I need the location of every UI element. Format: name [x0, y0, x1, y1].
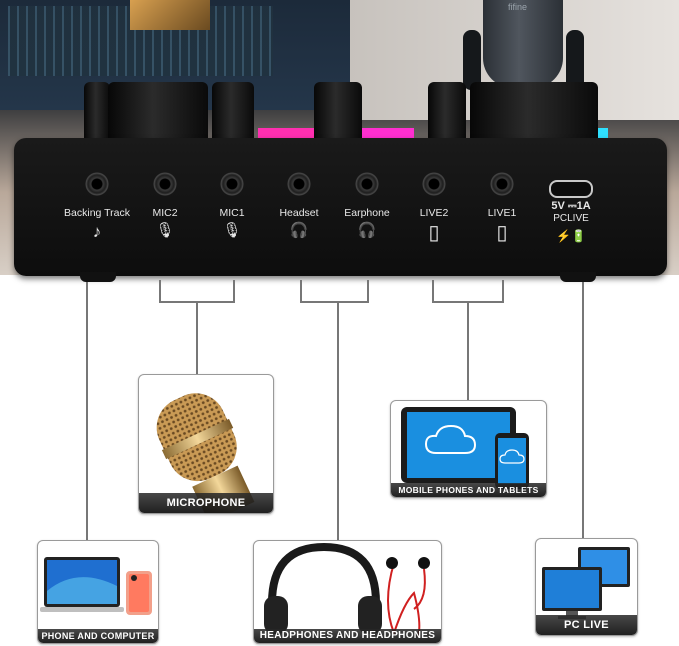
- phone-icon: ▯: [428, 222, 440, 244]
- mic-mount-right: [566, 30, 584, 90]
- connector-line: [432, 280, 434, 302]
- background-monitor: [0, 0, 350, 110]
- microphone-icon: 🎙: [222, 222, 242, 239]
- knob: [314, 82, 362, 148]
- card-caption: HEADPHONES AND HEADPHONES: [254, 629, 441, 643]
- port-label: LIVE1: [487, 207, 517, 219]
- port-label: Earphone: [344, 207, 390, 219]
- headphones-icon: 🎧: [357, 222, 377, 239]
- monitors-image: [542, 547, 630, 619]
- connector-line: [502, 280, 504, 302]
- device-foot: [80, 272, 116, 282]
- knob: [470, 82, 598, 148]
- knob: [428, 82, 466, 148]
- tablet-phone-image: [401, 407, 529, 489]
- phone-icon: ▯: [496, 222, 508, 244]
- connector-line: [159, 280, 161, 302]
- earphone-jack[interactable]: [355, 172, 379, 196]
- studio-microphone: [483, 0, 563, 88]
- card-caption: MICROPHONE: [139, 493, 273, 513]
- led-strip: [362, 128, 414, 138]
- charging-icon: ⚡🔋: [556, 229, 586, 243]
- port-label: Headset: [279, 207, 319, 219]
- sound-card-panel: [14, 138, 667, 276]
- headset-icon: 🎧: [289, 222, 309, 239]
- connector-line: [233, 280, 235, 302]
- headphones-image: [264, 542, 430, 638]
- usb-c-port[interactable]: [549, 180, 593, 198]
- port-label: Backing Track: [64, 207, 130, 219]
- connector-line: [86, 282, 88, 542]
- led-strip: [596, 128, 608, 138]
- connector-line: [367, 280, 369, 302]
- knob: [212, 82, 254, 148]
- port-label: MIC1: [219, 207, 245, 219]
- card-caption: PC LIVE: [536, 615, 637, 635]
- port-label: LIVE2: [419, 207, 449, 219]
- headset-jack[interactable]: [287, 172, 311, 196]
- headphones-card: HEADPHONES AND HEADPHONES: [253, 540, 442, 644]
- mic-mount-left: [463, 30, 481, 90]
- knob: [108, 82, 208, 148]
- laptop-phone-image: [40, 557, 152, 615]
- connector-line: [300, 280, 302, 302]
- microphone-card: MICROPHONE: [138, 374, 274, 514]
- connector-line: [337, 302, 339, 540]
- microphone-icon: 🎙: [155, 222, 175, 239]
- knob: [84, 82, 110, 148]
- backing-track-jack[interactable]: [85, 172, 109, 196]
- mic-brand-text: fifine: [508, 2, 528, 12]
- live2-jack[interactable]: [422, 172, 446, 196]
- usb-label: PCLIVE: [553, 213, 589, 224]
- usb-rating: 5V ⎓1A: [551, 200, 591, 212]
- connector-line: [467, 302, 469, 400]
- connector-line: [196, 302, 198, 374]
- mic1-jack[interactable]: [220, 172, 244, 196]
- mic2-jack[interactable]: [153, 172, 177, 196]
- phone-computer-card: PHONE AND COMPUTER: [37, 540, 159, 644]
- card-caption: MOBILE PHONES AND TABLETS: [391, 483, 546, 497]
- live1-jack[interactable]: [490, 172, 514, 196]
- card-caption: PHONE AND COMPUTER: [38, 629, 158, 643]
- device-foot: [560, 272, 596, 282]
- music-note-icon: ♪: [92, 222, 102, 241]
- product-photo: fifine: [0, 0, 679, 275]
- connector-line: [300, 301, 369, 303]
- led-strip: [258, 128, 328, 138]
- connector-line: [582, 282, 584, 538]
- pc-live-card: PC LIVE: [535, 538, 638, 636]
- monitor-window: [130, 0, 210, 30]
- mobile-card: MOBILE PHONES AND TABLETS: [390, 400, 547, 498]
- port-label: MIC2: [152, 207, 178, 219]
